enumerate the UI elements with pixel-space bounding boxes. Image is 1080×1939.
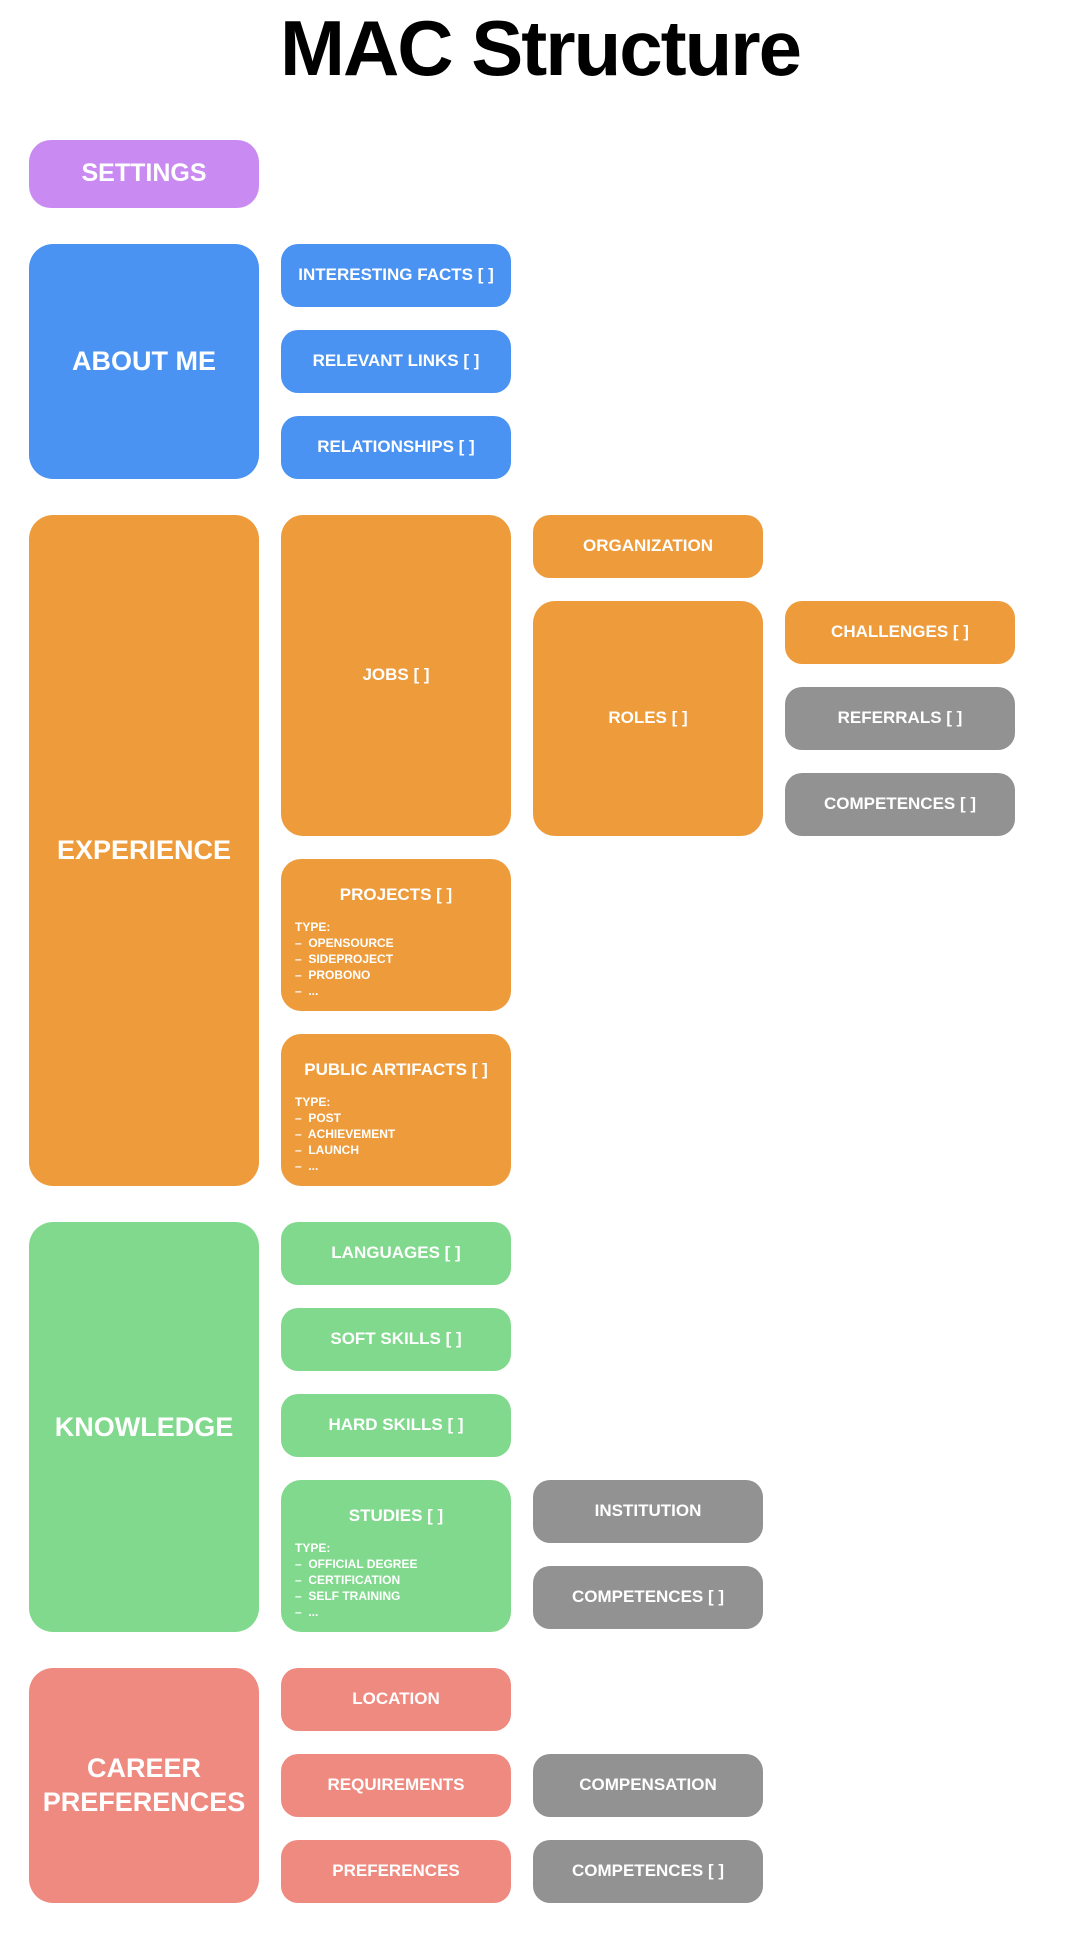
node-projects-label: PROJECTS [ ]	[339, 884, 453, 904]
node-preferences-label: PREFERENCES	[332, 1861, 460, 1881]
node-requirements-competences: COMPETENCES [ ]	[533, 1839, 763, 1903]
node-experience-label: EXPERIENCE	[56, 835, 232, 866]
section-knowledge: KNOWLEDGE LANGUAGES [ ] SOFT SKILLS [ ] …	[29, 1221, 1080, 1632]
node-relationships: RELATIONSHIPS [ ]	[281, 415, 511, 479]
node-languages-label: LANGUAGES [ ]	[331, 1243, 461, 1263]
node-projects: PROJECTS [ ] TYPE: – OPENSOURCE – SIDEPR…	[281, 858, 511, 1011]
knowledge-children: LANGUAGES [ ] SOFT SKILLS [ ] HARD SKILL…	[281, 1221, 763, 1632]
node-compensation-label: COMPENSATION	[579, 1775, 717, 1795]
node-location-label: LOCATION	[352, 1689, 440, 1709]
node-hard-skills: HARD SKILLS [ ]	[281, 1393, 511, 1457]
node-interesting-facts: INTERESTING FACTS [ ]	[281, 243, 511, 307]
node-roles: ROLES [ ]	[533, 600, 763, 836]
node-compensation: COMPENSATION	[533, 1753, 763, 1817]
node-organization: ORGANIZATION	[533, 514, 763, 578]
jobs-row: JOBS [ ] ORGANIZATION ROLES [ ]	[281, 514, 1015, 836]
jobs-children: ORGANIZATION ROLES [ ] CHALLENGES [ ]	[533, 514, 1015, 836]
section-about-me: ABOUT ME INTERESTING FACTS [ ] RELEVANT …	[29, 243, 1080, 479]
node-soft-skills-label: SOFT SKILLS [ ]	[330, 1329, 462, 1349]
node-roles-competences: COMPETENCES [ ]	[785, 772, 1015, 836]
node-relevant-links-label: RELEVANT LINKS [ ]	[312, 351, 480, 371]
node-soft-skills: SOFT SKILLS [ ]	[281, 1307, 511, 1371]
node-roles-competences-label: COMPETENCES [ ]	[823, 794, 977, 814]
node-requirements-competences-label: COMPETENCES [ ]	[571, 1861, 725, 1881]
studies-children: INSTITUTION COMPETENCES [ ]	[533, 1479, 763, 1629]
node-about-me-label: ABOUT ME	[72, 346, 216, 377]
location-row: LOCATION	[281, 1667, 763, 1731]
node-public-artifacts-label: PUBLIC ARTIFACTS [ ]	[304, 1059, 488, 1079]
node-institution-label: INSTITUTION	[594, 1501, 702, 1521]
studies-type-heading: TYPE:	[295, 1540, 331, 1555]
node-knowledge: KNOWLEDGE	[29, 1221, 259, 1632]
section-career-preferences: CAREER PREFERENCES LOCATION REQUIREMENTS…	[29, 1667, 1080, 1903]
node-referrals: REFERRALS [ ]	[785, 686, 1015, 750]
node-career-preferences-label: CAREER PREFERENCES	[42, 1753, 246, 1818]
section-experience: EXPERIENCE JOBS [ ] ORGANIZATION ROLES […	[29, 514, 1080, 1186]
node-challenges: CHALLENGES [ ]	[785, 600, 1015, 664]
node-roles-label: ROLES [ ]	[608, 708, 688, 728]
node-challenges-label: CHALLENGES [ ]	[831, 622, 969, 642]
node-referrals-label: REFERRALS [ ]	[837, 708, 963, 728]
page-title: MAC Structure	[279, 4, 802, 92]
roles-row: ROLES [ ] CHALLENGES [ ] REFERRALS [ ]	[533, 600, 1015, 836]
node-settings: SETTINGS	[29, 139, 259, 208]
node-preferences: PREFERENCES	[281, 1839, 511, 1903]
node-interesting-facts-label: INTERESTING FACTS [ ]	[298, 265, 494, 285]
roles-children: CHALLENGES [ ] REFERRALS [ ] COMPETENCES…	[785, 600, 1015, 836]
projects-type-list: – OPENSOURCE – SIDEPROJECT – PROBONO – .…	[295, 935, 394, 998]
node-hard-skills-label: HARD SKILLS [ ]	[328, 1415, 464, 1435]
preferences-row: PREFERENCES COMPETENCES [ ]	[281, 1839, 763, 1903]
node-jobs-label: JOBS [ ]	[362, 665, 430, 685]
studies-row: STUDIES [ ] TYPE: – OFFICIAL DEGREE – CE…	[281, 1479, 763, 1632]
node-experience: EXPERIENCE	[29, 514, 259, 1186]
node-location: LOCATION	[281, 1667, 511, 1731]
about-me-children: INTERESTING FACTS [ ] RELEVANT LINKS [ ]…	[281, 243, 511, 479]
node-studies: STUDIES [ ] TYPE: – OFFICIAL DEGREE – CE…	[281, 1479, 511, 1632]
node-organization-label: ORGANIZATION	[582, 536, 713, 556]
node-requirements-label: REQUIREMENTS	[327, 1775, 465, 1795]
projects-type-heading: TYPE:	[295, 919, 331, 934]
node-about-me: ABOUT ME	[29, 243, 259, 479]
node-career-preferences: CAREER PREFERENCES	[29, 1667, 259, 1903]
studies-type-list: – OFFICIAL DEGREE – CERTIFICATION – SELF…	[295, 1556, 418, 1619]
node-studies-competences: COMPETENCES [ ]	[533, 1565, 763, 1629]
node-public-artifacts: PUBLIC ARTIFACTS [ ] TYPE: – POST – ACHI…	[281, 1033, 511, 1186]
node-studies-label: STUDIES [ ]	[348, 1505, 444, 1525]
node-studies-competences-label: COMPETENCES [ ]	[571, 1587, 725, 1607]
node-languages: LANGUAGES [ ]	[281, 1221, 511, 1285]
public-artifacts-type-heading: TYPE:	[295, 1094, 331, 1109]
node-jobs: JOBS [ ]	[281, 514, 511, 836]
diagram-content: SETTINGS ABOUT ME INTERESTING FACTS [ ] …	[29, 139, 1080, 1939]
section-settings: SETTINGS	[29, 139, 1080, 208]
requirements-row: REQUIREMENTS COMPENSATION	[281, 1753, 763, 1817]
node-requirements: REQUIREMENTS	[281, 1753, 511, 1817]
node-relationships-label: RELATIONSHIPS [ ]	[317, 437, 475, 457]
career-children: LOCATION REQUIREMENTS COMPENSATION PREFE…	[281, 1667, 763, 1903]
experience-children: JOBS [ ] ORGANIZATION ROLES [ ]	[281, 514, 1015, 1186]
public-artifacts-type-list: – POST – ACHIEVEMENT – LAUNCH – ...	[295, 1110, 396, 1173]
node-institution: INSTITUTION	[533, 1479, 763, 1543]
node-knowledge-label: KNOWLEDGE	[54, 1411, 234, 1442]
node-relevant-links: RELEVANT LINKS [ ]	[281, 329, 511, 393]
node-settings-label: SETTINGS	[81, 159, 207, 188]
